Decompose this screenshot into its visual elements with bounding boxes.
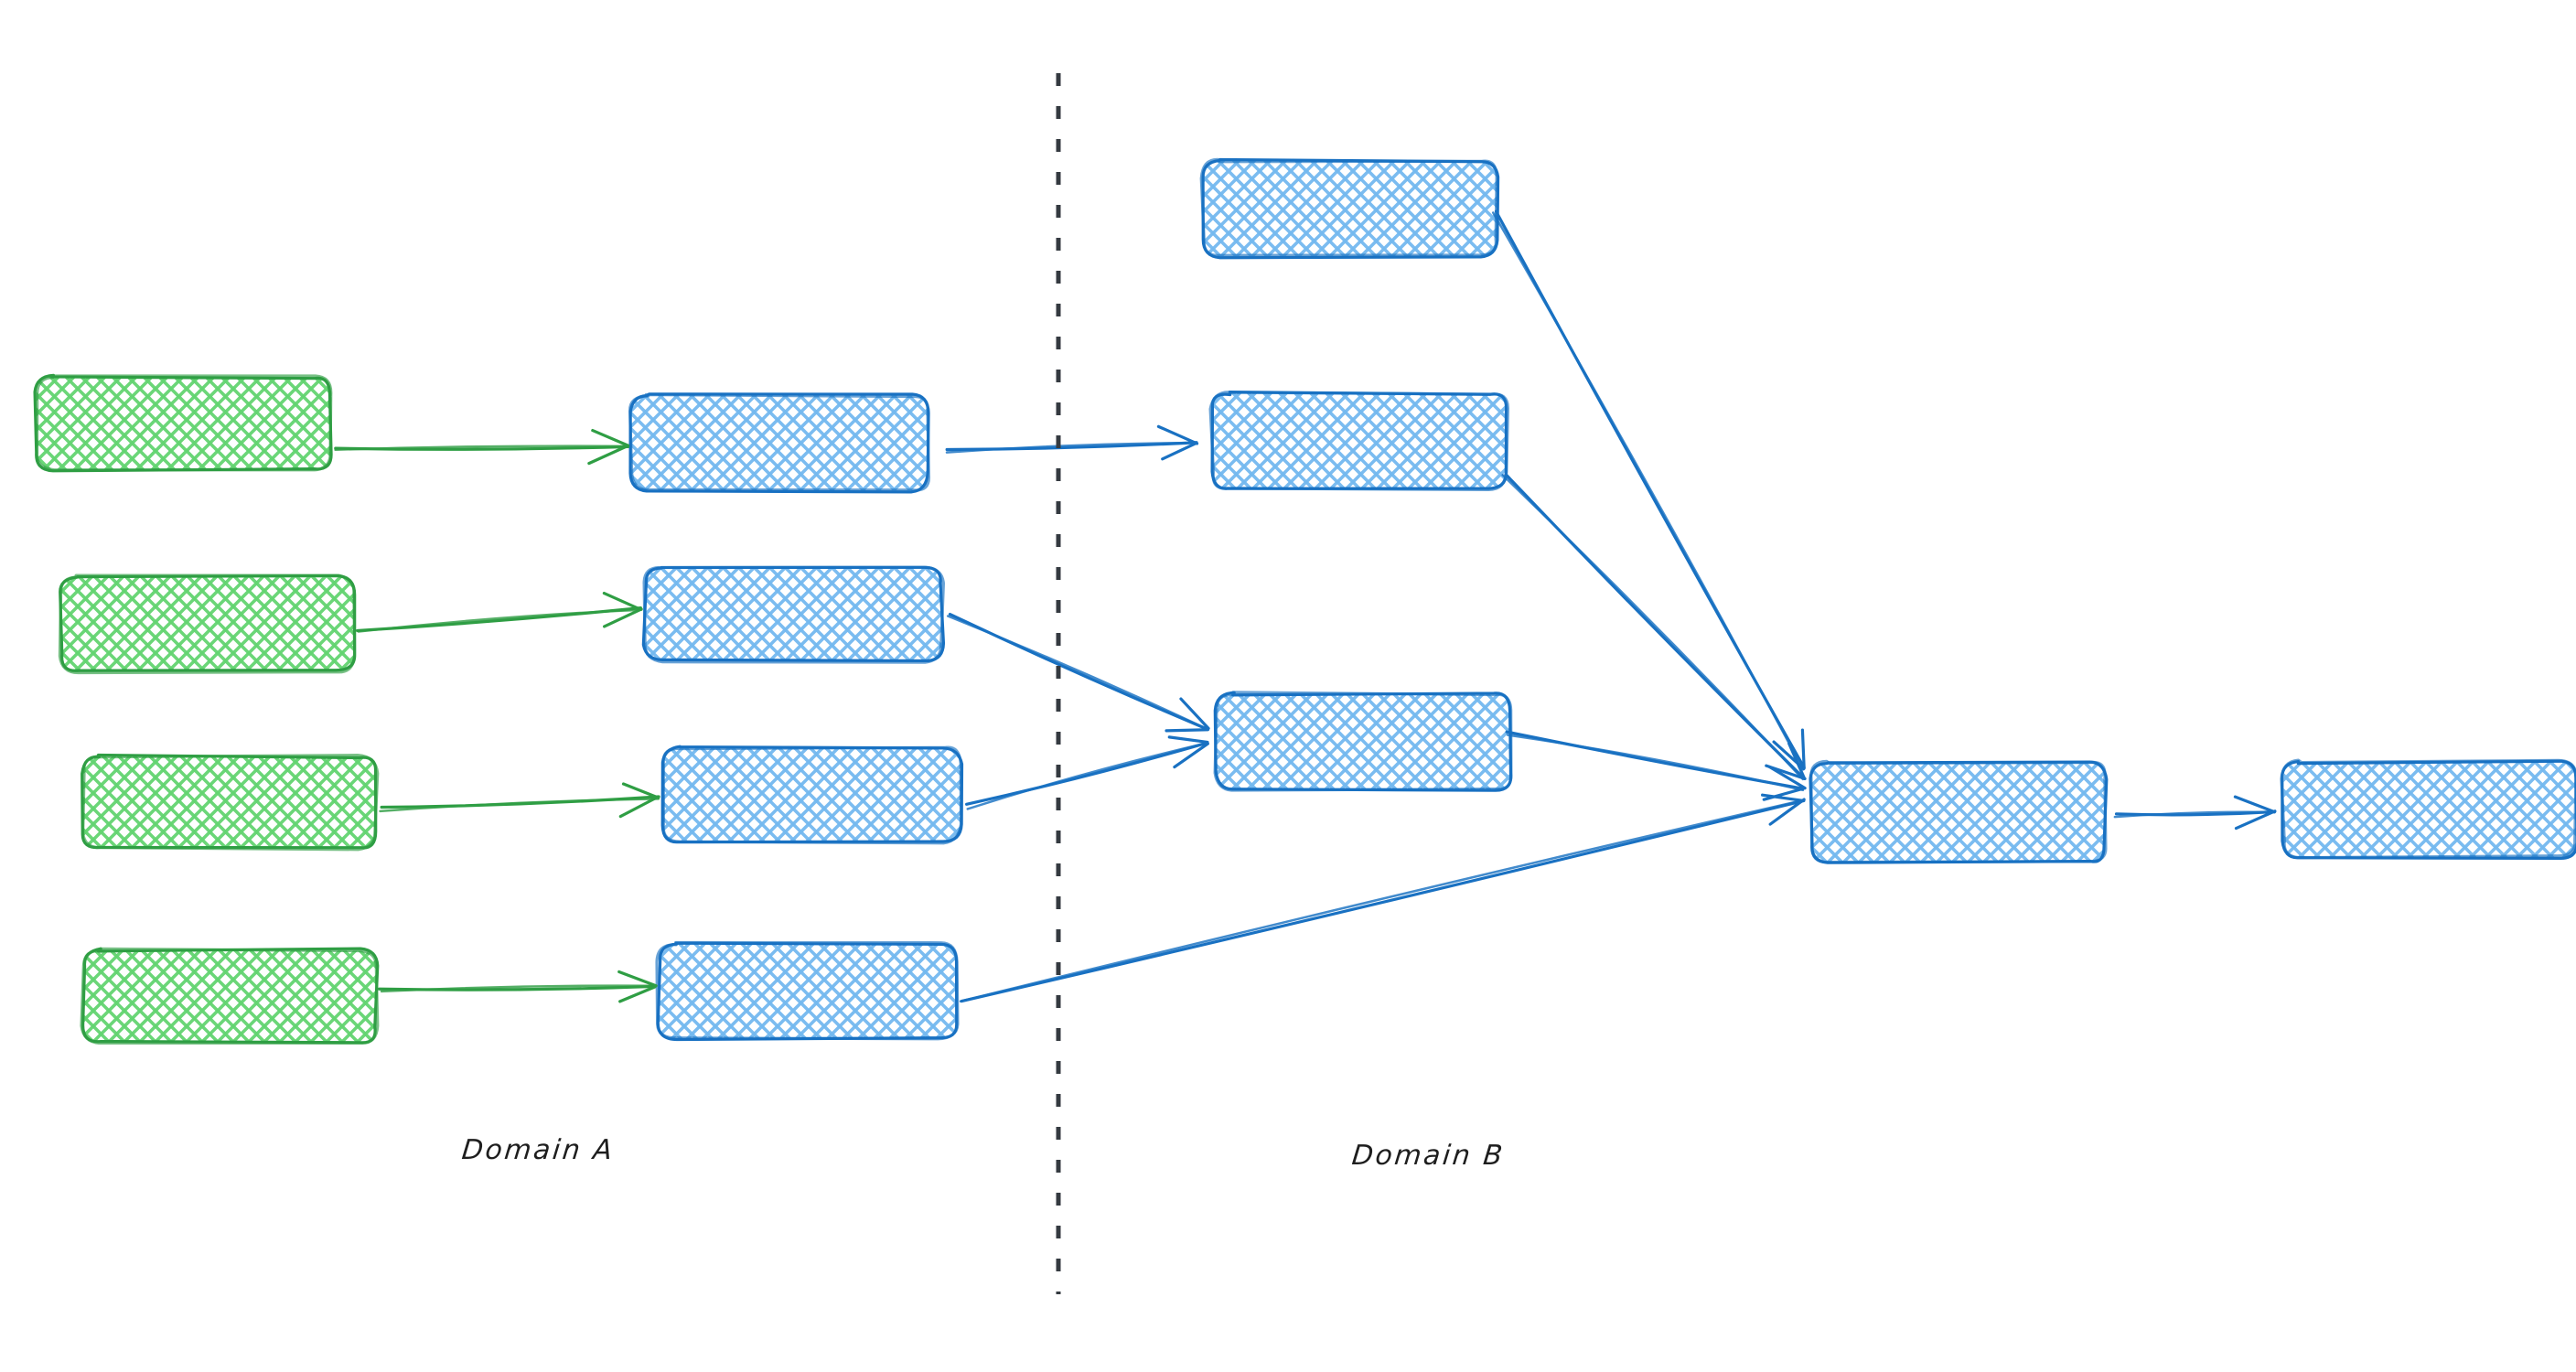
arrow-head <box>1167 735 1209 745</box>
arrow-head <box>618 985 657 1003</box>
edge-stroke <box>966 741 1209 810</box>
arrow-head <box>1161 441 1198 461</box>
node-fill <box>658 943 957 1040</box>
node-outline <box>1199 157 1498 257</box>
nodes-layer <box>33 157 2576 1045</box>
edge-stroke <box>1506 734 1805 792</box>
node-outline <box>1809 759 2108 864</box>
node-g1[interactable] <box>33 373 333 473</box>
arrow-head <box>617 970 658 988</box>
edges-layer <box>334 209 2277 1003</box>
edge-stroke <box>964 741 1209 806</box>
edge-stroke <box>2113 810 2276 819</box>
edge-e-g1-a1 <box>334 428 630 466</box>
arrow-head <box>1800 728 1806 770</box>
edge-e-m1-o1 <box>2113 795 2277 831</box>
node-outline <box>628 392 930 492</box>
node-fill <box>1202 160 1498 256</box>
node-outline <box>661 745 963 845</box>
node-g4[interactable] <box>80 947 380 1045</box>
node-o1[interactable] <box>2280 758 2576 861</box>
arrow-head <box>1767 765 1807 790</box>
arrow-head <box>1761 793 1806 802</box>
edge-e-b2-m1 <box>1501 473 1807 781</box>
node-fill <box>1212 392 1507 490</box>
arrow-head <box>621 782 660 799</box>
edge-e-b3-m1 <box>1505 730 1807 801</box>
edge-stroke <box>357 608 643 633</box>
node-outline <box>81 754 380 852</box>
edge-stroke <box>334 445 628 452</box>
node-a4[interactable] <box>655 940 960 1042</box>
edge-stroke <box>1491 211 1805 771</box>
node-outline <box>35 374 333 472</box>
edge-stroke <box>380 984 656 993</box>
node-fill <box>644 566 942 661</box>
node-outline <box>58 573 357 675</box>
edge-stroke <box>946 615 1209 731</box>
arrow-head <box>1173 742 1209 769</box>
node-fill <box>631 394 929 491</box>
arrow-head <box>602 591 642 611</box>
arrow-head <box>1762 787 1806 801</box>
node-fill <box>36 376 332 470</box>
node-fill <box>1810 761 2106 863</box>
node-outline <box>642 565 946 664</box>
node-g2[interactable] <box>58 573 357 675</box>
node-fill <box>1216 692 1511 790</box>
arrow-head <box>618 795 660 819</box>
node-outline <box>655 940 960 1041</box>
edge-stroke <box>379 798 660 813</box>
arrow-head <box>1179 697 1210 730</box>
domain-b-label: Domain B <box>1350 1140 1507 1172</box>
edge-e-g3-a3 <box>379 782 660 819</box>
node-b1[interactable] <box>1199 157 1500 260</box>
edge-stroke <box>1501 474 1805 781</box>
arrow-head <box>1165 728 1209 733</box>
edge-e-a4-m1 <box>959 793 1806 1003</box>
arrow-head <box>603 607 643 628</box>
node-outline <box>2280 758 2576 860</box>
node-a3[interactable] <box>660 745 964 845</box>
arrow-head <box>2233 795 2277 814</box>
edge-stroke <box>960 799 1806 1003</box>
arrow-head <box>591 428 630 447</box>
arrow-head <box>587 445 629 466</box>
node-b2[interactable] <box>1208 391 1510 492</box>
node-fill <box>662 747 961 842</box>
node-m1[interactable] <box>1809 759 2109 864</box>
arrow-head <box>2234 809 2277 831</box>
node-fill <box>83 756 377 850</box>
node-outline <box>80 947 380 1045</box>
node-a1[interactable] <box>628 392 930 494</box>
domain-a-label: Domain A <box>460 1134 617 1166</box>
node-b3[interactable] <box>1213 691 1513 792</box>
edge-stroke <box>959 799 1805 1002</box>
arrow-head <box>1156 424 1199 445</box>
node-a2[interactable] <box>641 565 946 664</box>
edge-e-g4-a4 <box>377 970 658 1003</box>
edge-e-g2-a2 <box>356 591 643 633</box>
node-g3[interactable] <box>80 753 380 852</box>
node-fill <box>60 576 354 672</box>
edge-e-a2-b3 <box>946 612 1210 733</box>
arrow-head <box>1768 798 1806 826</box>
node-outline <box>1213 691 1513 792</box>
edge-e-b1-m1 <box>1491 209 1806 771</box>
edge-stroke <box>945 441 1197 454</box>
edge-e-a1-b2 <box>945 424 1199 461</box>
node-outline <box>1208 391 1510 492</box>
node-fill <box>82 949 377 1044</box>
edge-e-a3-b3 <box>964 735 1209 810</box>
node-fill <box>2283 761 2576 858</box>
arrow-head <box>1787 742 1807 780</box>
